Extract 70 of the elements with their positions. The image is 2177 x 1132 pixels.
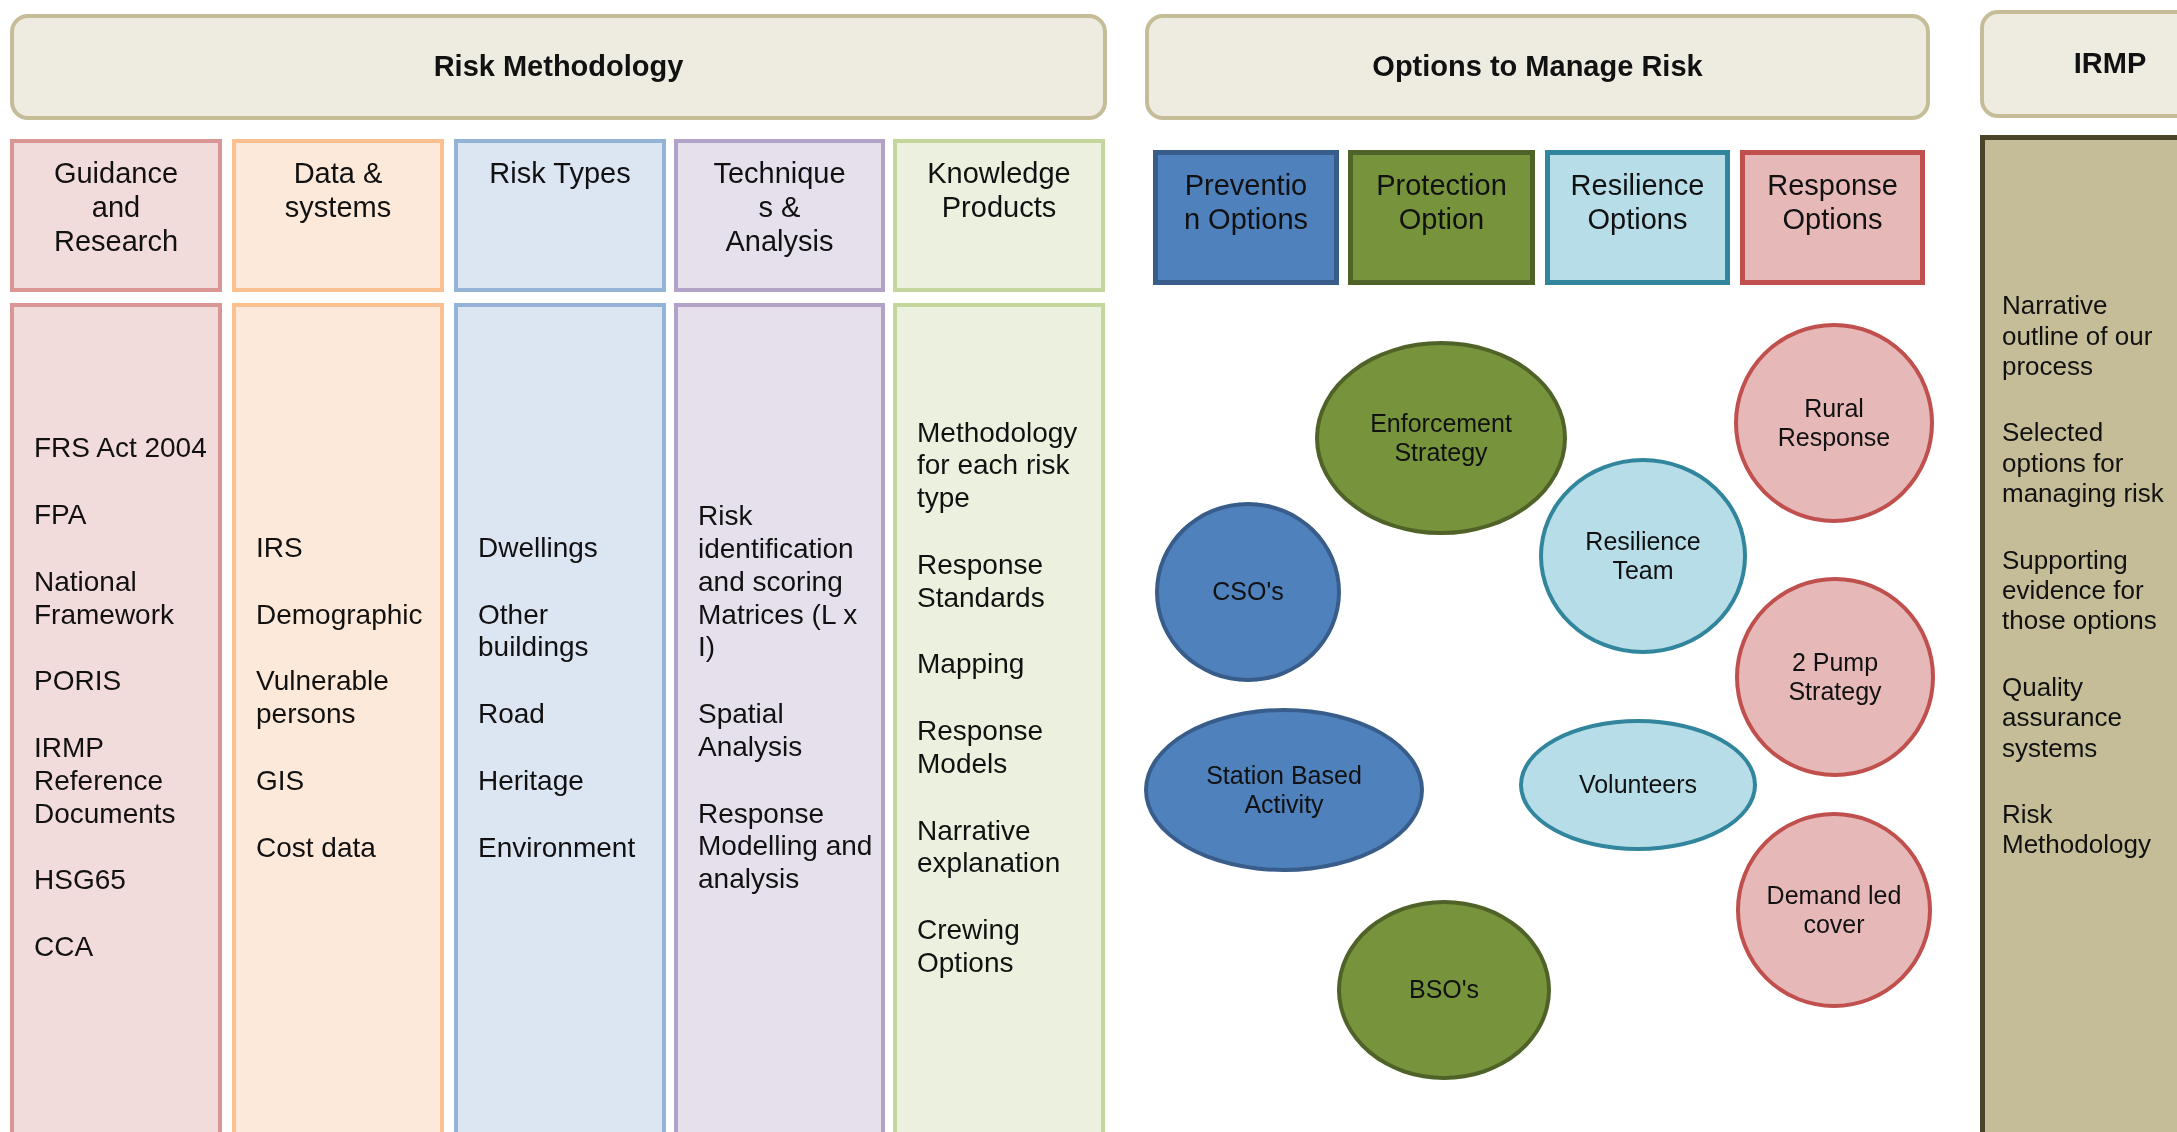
box-label: 2 Pump Strategy [1787, 647, 1883, 707]
list-item: Spatial Analysis [698, 698, 804, 764]
box-label: Risk Types [489, 157, 631, 191]
box-label: Protection Option [1375, 169, 1508, 237]
list-item: Response Modelling and analysis [698, 797, 874, 896]
list-item: Dwellings [478, 531, 598, 565]
box-label: Resilience Options [1570, 169, 1705, 237]
box-label: Risk Methodology [433, 50, 684, 84]
list-item: Response Models [917, 715, 1045, 781]
box-label: Enforcement Strategy [1369, 408, 1513, 468]
column-panel [674, 303, 885, 1132]
column-panel [232, 303, 444, 1132]
list-item: Demographic [256, 598, 423, 632]
column-panel [10, 303, 222, 1132]
list-item: CCA [34, 931, 94, 964]
list-item: Cost data [256, 831, 376, 865]
option-box [1545, 150, 1730, 285]
box-label: Volunteers [1578, 770, 1698, 800]
list-item: IRS [256, 531, 303, 565]
section-header [1145, 14, 1930, 120]
list-item: PORIS [34, 665, 122, 698]
list-item: Heritage [478, 764, 584, 798]
box-label: Demand led cover [1765, 880, 1903, 940]
column-header [454, 139, 666, 292]
list-item: Mapping [917, 648, 1025, 681]
list-item: Response Standards [917, 548, 1046, 615]
box-label: BSO's [1408, 975, 1480, 1005]
box-label: Techniques & Analysis [712, 157, 847, 259]
box-label: Knowledge Products [927, 157, 1071, 225]
box-label: Prevention Options [1182, 169, 1310, 237]
list-item: GIS [256, 764, 305, 798]
option-box [1153, 150, 1339, 285]
column-panel [893, 303, 1105, 1132]
box-label: IRMP [2073, 47, 2147, 81]
list-item: Selected options for managing risk [2002, 417, 2165, 509]
column-header [232, 139, 444, 292]
box-label: Station Based Activity [1205, 760, 1363, 820]
box-label: Rural Response [1776, 393, 1892, 453]
box-label: Guidance and Research [52, 157, 180, 259]
list-item: Vulnerable persons [256, 665, 390, 731]
section-header [1980, 10, 2177, 118]
column-panel [454, 303, 666, 1132]
list-item: HSG65 [34, 864, 126, 897]
column-header [674, 139, 885, 292]
list-item: Road [478, 698, 545, 731]
list-item: Supporting evidence for those options [2002, 544, 2158, 636]
list-item: Risk identification and scoring Matrices (L x I) [698, 500, 859, 664]
list-item: Other buildings [478, 598, 590, 664]
list-item: IRMP Reference Documents [34, 732, 177, 831]
list-item: FRS Act 2004 [34, 432, 207, 465]
option-box [1740, 150, 1925, 285]
list-item: Narrative outline of our process [2002, 290, 2154, 382]
box-label: Options to Manage Risk [1372, 50, 1703, 84]
column-header [893, 139, 1105, 292]
column-header [10, 139, 222, 292]
list-item: Risk Methodology [2002, 799, 2152, 860]
option-box [1348, 150, 1535, 285]
list-item: National Framework [34, 565, 175, 632]
box-label: CSO's [1212, 577, 1284, 607]
summary-panel [1980, 135, 2177, 1132]
box-label: Response Options [1766, 169, 1899, 237]
box-label: Data & systems [283, 157, 393, 225]
list-item: Methodology for each risk type [917, 416, 1079, 515]
list-item: FPA [34, 499, 87, 532]
box-label: Resilience Team [1584, 526, 1702, 586]
list-item: Environment [478, 831, 636, 865]
list-item: Crewing Options [917, 914, 1021, 980]
list-item: Quality assurance systems [2002, 671, 2123, 764]
list-item: Narrative explanation [917, 814, 1062, 880]
section-header [10, 14, 1107, 120]
